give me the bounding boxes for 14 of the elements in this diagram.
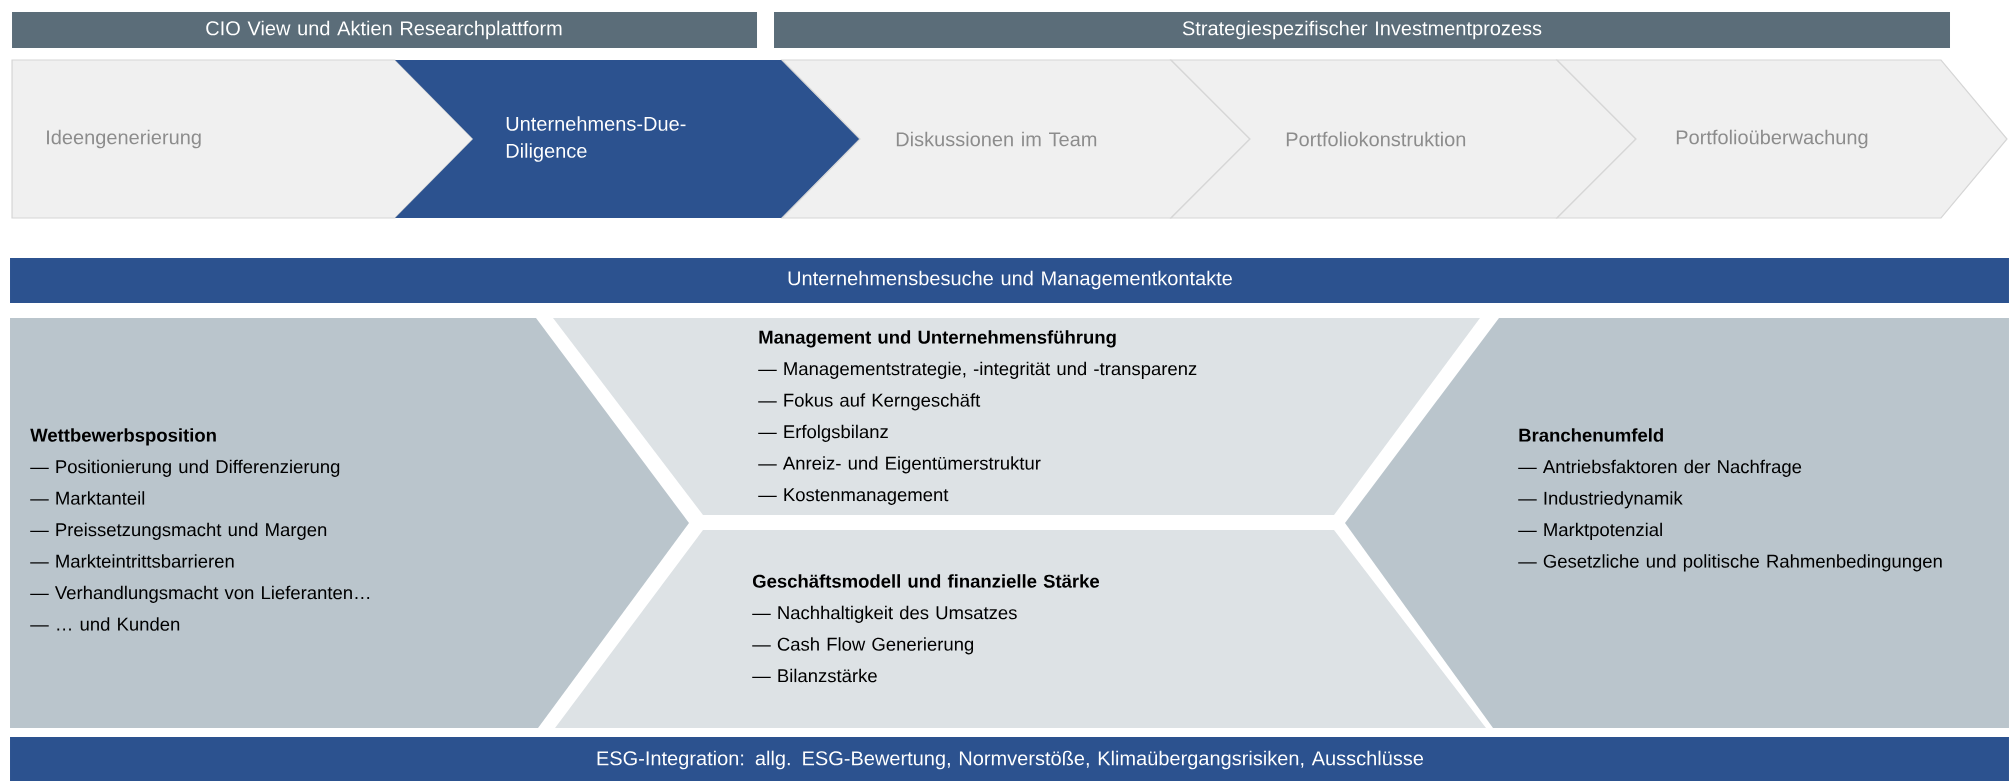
process-step: Ideengenerierung <box>11 59 474 219</box>
node-label: Portfolioüberwachung <box>1676 129 1868 149</box>
info-panel: Branchenumfeld — Antriebsfaktoren der Nachfrage — Industriedynamik — Marktpotenzial — Gesetzliche und politische Rahmenbedingungen <box>1345 318 2009 728</box>
title-bar: Strategiespezifischer Investmentprozess <box>774 12 1950 48</box>
info-panel: Wettbewerbsposition — Positionierung und Differenzierung — Marktanteil — Preissetzungsmacht und Margen — Markteintrittsbarrieren — Verhandlungsmacht von Lieferanten… — … und Kunden <box>10 318 689 728</box>
process-step: Portfolioüberwachung <box>1555 59 2008 219</box>
process-step: Unternehmens-Due-Diligence <box>395 60 860 218</box>
info-panel: Geschäftsmodell und finanzielle Stärke — Nachhaltigkeit des Umsatzes — Cash Flow Generierung — Bilanzstärke <box>555 530 1486 728</box>
info-panel: Management und Unternehmensführung — Managementstrategie, -integrität und -transparenz — Fokus auf Kerngeschäft — Erfolgsbilanz — Anreiz- und Eigentümerstruktur — Kostenmanagement <box>553 318 1480 515</box>
banner: Unternehmensbesuche und Managementkontakte <box>10 258 2009 303</box>
banner: ESG-Integration: allg. ESG-Bewertung, Normverstöße, Klimaübergangsrisiken, Ausschlüsse <box>10 737 2009 781</box>
process-step: Diskussionen im Team <box>780 59 1251 219</box>
title-bar: CIO View und Aktien Researchplattform <box>12 12 757 48</box>
process-step: Portfoliokonstruktion <box>1169 59 1637 219</box>
